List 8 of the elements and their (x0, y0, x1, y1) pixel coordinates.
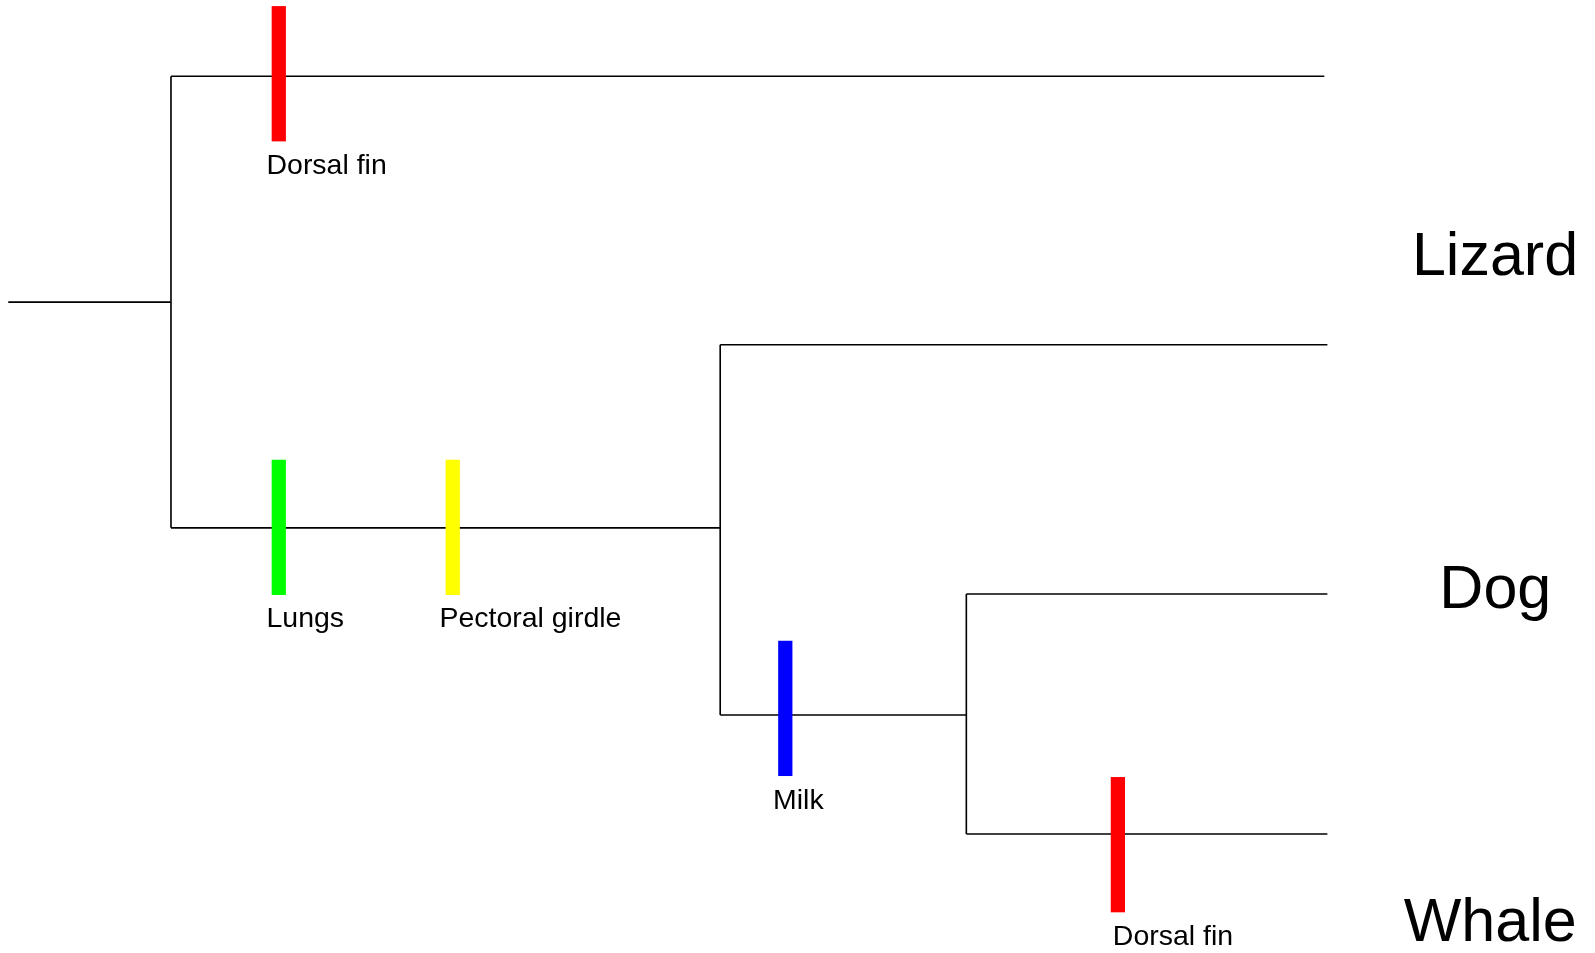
trait-label: Dorsal fin (266, 149, 387, 178)
trait-label: Milk (773, 785, 824, 814)
trait-label: Lungs (266, 603, 345, 632)
taxon-label: Lizard (1411, 223, 1579, 285)
trait-label: Dorsal fin (1112, 920, 1234, 950)
trait-label: Pectoral girdle (439, 603, 622, 632)
taxon-label: Whale (1403, 890, 1577, 952)
taxon-label: Dog (1439, 557, 1552, 619)
